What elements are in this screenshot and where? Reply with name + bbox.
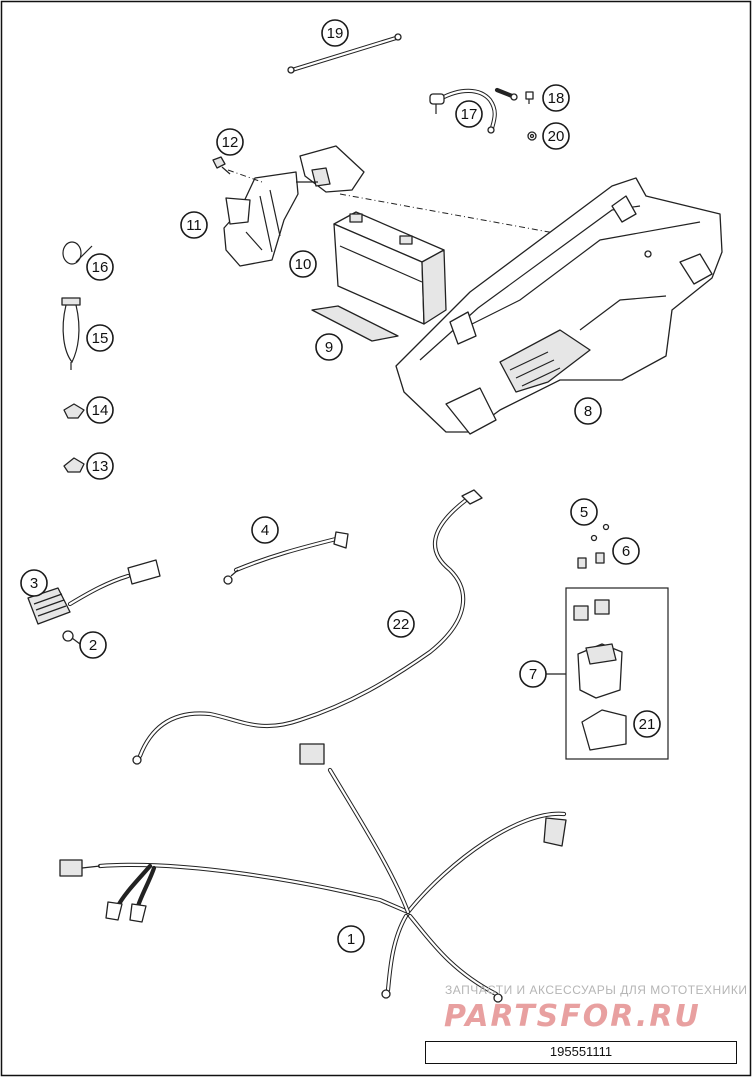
callout-12: 12 bbox=[216, 128, 244, 156]
callout-number: 13 bbox=[92, 458, 109, 475]
part-10-battery bbox=[333, 211, 447, 325]
leader-12 bbox=[227, 169, 263, 183]
callout-circle bbox=[612, 537, 640, 565]
part-7-relay-kit bbox=[546, 587, 669, 760]
callout-circle bbox=[570, 498, 598, 526]
callout-circle bbox=[251, 516, 279, 544]
callout-circle bbox=[321, 19, 349, 47]
callout-circle bbox=[542, 122, 570, 150]
part-22-cable bbox=[132, 489, 483, 765]
callout-number: 17 bbox=[461, 106, 478, 123]
callout-circle bbox=[86, 253, 114, 281]
part-3-regulator bbox=[27, 559, 161, 625]
callout-3: 3 bbox=[20, 569, 48, 597]
callout-4: 4 bbox=[251, 516, 279, 544]
part-17-ground-cable bbox=[429, 87, 518, 134]
callout-21: 21 bbox=[633, 710, 661, 738]
callout-number: 21 bbox=[639, 716, 656, 733]
callout-circle bbox=[574, 397, 602, 425]
callout-number: 16 bbox=[92, 259, 109, 276]
callout-number: 3 bbox=[30, 575, 38, 592]
callout-circle bbox=[337, 925, 365, 953]
callout-circle bbox=[86, 452, 114, 480]
callout-19: 19 bbox=[321, 19, 349, 47]
part-20-nut bbox=[527, 131, 537, 141]
callout-circle bbox=[216, 128, 244, 156]
callout-number: 5 bbox=[580, 504, 588, 521]
part-19-cable bbox=[287, 33, 402, 74]
callout-number: 2 bbox=[89, 637, 97, 654]
part-8-battery-box bbox=[395, 177, 723, 435]
part-18-bolt bbox=[525, 91, 534, 104]
drawing-number: 195551111 bbox=[425, 1041, 737, 1064]
callout-11: 11 bbox=[180, 211, 208, 239]
callout-number: 1 bbox=[347, 931, 355, 948]
part-2-bolt bbox=[62, 630, 81, 645]
part-14-clip bbox=[63, 403, 85, 419]
callout-7: 7 bbox=[519, 660, 547, 688]
callout-circle bbox=[86, 324, 114, 352]
callout-circle bbox=[455, 100, 483, 128]
callout-number: 19 bbox=[327, 25, 344, 42]
callout-circle bbox=[542, 84, 570, 112]
watermark-logo: PARTSFOR.RU bbox=[444, 999, 701, 1034]
callout-9: 9 bbox=[315, 333, 343, 361]
part-13-clip bbox=[63, 457, 85, 473]
callout-number: 9 bbox=[325, 339, 333, 356]
callout-2: 2 bbox=[79, 631, 107, 659]
part-6-fuses bbox=[577, 552, 605, 569]
callout-number: 7 bbox=[529, 666, 537, 683]
callout-number: 6 bbox=[622, 543, 630, 560]
callout-circle bbox=[289, 250, 317, 278]
part-16-cable-tie bbox=[62, 241, 93, 265]
callout-20: 20 bbox=[542, 122, 570, 150]
part-12-screw bbox=[212, 156, 231, 175]
callout-17: 17 bbox=[455, 100, 483, 128]
part-9-pad bbox=[311, 305, 399, 342]
callout-number: 4 bbox=[261, 522, 269, 539]
callout-10: 10 bbox=[289, 250, 317, 278]
callout-number: 20 bbox=[548, 128, 565, 145]
callout-circle bbox=[633, 710, 661, 738]
watermark-tagline: ЗАПЧАСТИ И АКСЕССУАРЫ ДЛЯ МОТОТЕХНИКИ bbox=[445, 983, 747, 997]
callout-circle bbox=[315, 333, 343, 361]
callout-number: 8 bbox=[584, 403, 592, 420]
callout-1: 1 bbox=[337, 925, 365, 953]
callout-6: 6 bbox=[612, 537, 640, 565]
callout-8: 8 bbox=[574, 397, 602, 425]
callout-number: 12 bbox=[222, 134, 239, 151]
callout-circle bbox=[387, 610, 415, 638]
part-11-bracket bbox=[223, 145, 365, 267]
callout-number: 14 bbox=[92, 402, 109, 419]
callout-number: 15 bbox=[92, 330, 109, 347]
callout-18: 18 bbox=[542, 84, 570, 112]
callout-5: 5 bbox=[570, 498, 598, 526]
callout-circle bbox=[180, 211, 208, 239]
callout-number: 22 bbox=[393, 616, 410, 633]
part-4-cable bbox=[223, 531, 349, 585]
callout-22: 22 bbox=[387, 610, 415, 638]
callout-number: 18 bbox=[548, 90, 565, 107]
part-15-cable-tie-mount bbox=[61, 297, 81, 370]
callout-13: 13 bbox=[86, 452, 114, 480]
callout-16: 16 bbox=[86, 253, 114, 281]
callout-14: 14 bbox=[86, 396, 114, 424]
callout-circle bbox=[519, 660, 547, 688]
callout-15: 15 bbox=[86, 324, 114, 352]
part-1-wiring-harness bbox=[59, 743, 567, 1003]
part-5-screws bbox=[590, 523, 610, 542]
callout-circle bbox=[86, 396, 114, 424]
callout-circle bbox=[20, 569, 48, 597]
callout-number: 11 bbox=[186, 217, 202, 234]
callout-circle bbox=[79, 631, 107, 659]
callout-number: 10 bbox=[295, 256, 312, 273]
